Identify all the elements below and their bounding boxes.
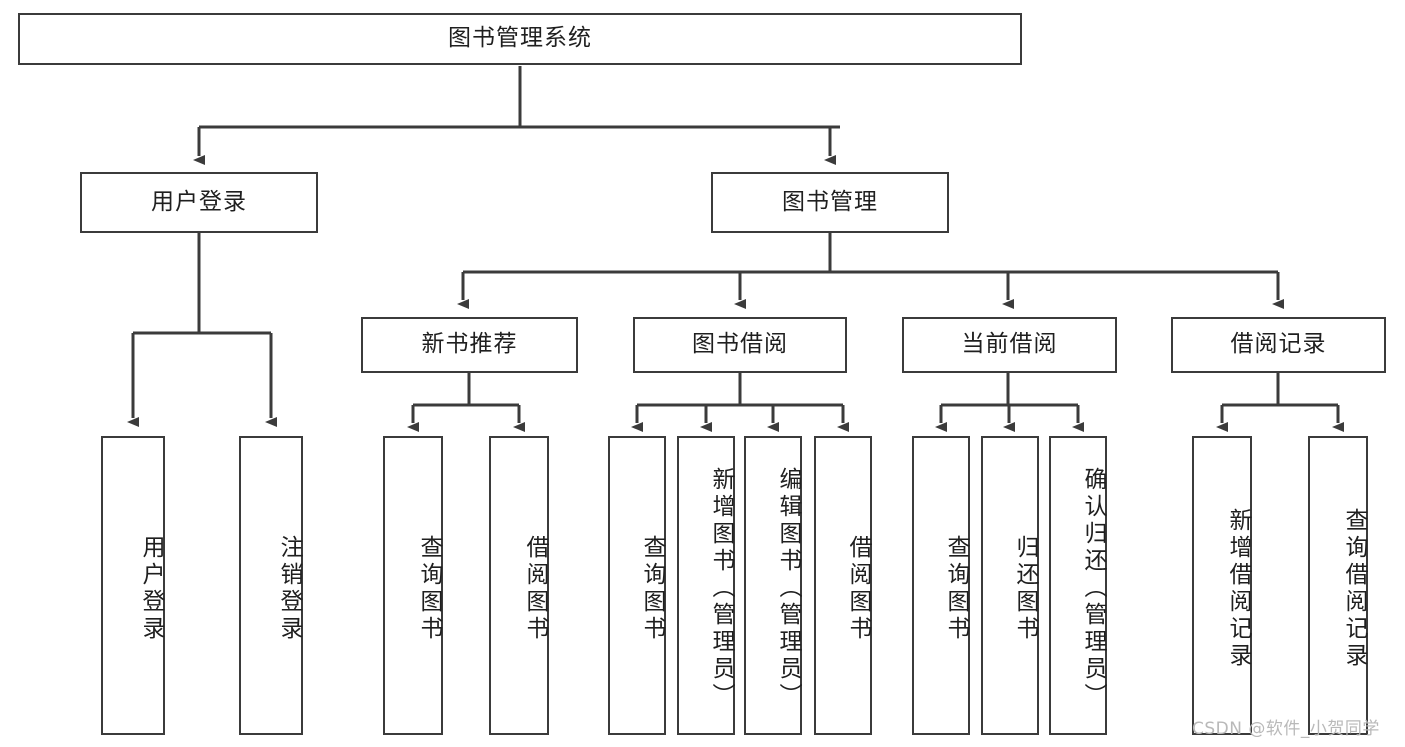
leaf-borrow-book-1-label: 借阅图书 (522, 534, 548, 643)
node-new-book-rec-label: 新书推荐 (421, 331, 518, 358)
leaf-user-logout-label: 注销登录 (276, 534, 302, 643)
node-user-login-label: 用户登录 (151, 188, 247, 215)
leaf-user-login-label: 用户登录 (138, 534, 164, 643)
node-book-mgmt[interactable]: 图书管理 (711, 172, 949, 233)
leaf-query-book-2[interactable]: 查询图书 (608, 436, 666, 735)
leaf-confirm-return-label: 确认归还（管理员） (1080, 467, 1106, 710)
node-book-borrow[interactable]: 图书借阅 (633, 317, 847, 373)
leaf-borrow-book-2-label: 借阅图书 (845, 534, 871, 643)
leaf-user-login[interactable]: 用户登录 (101, 436, 165, 735)
node-book-borrow-label: 图书借阅 (692, 331, 788, 358)
node-current-borrow-label: 当前借阅 (961, 331, 1058, 358)
leaf-edit-book[interactable]: 编辑图书（管理员） (744, 436, 802, 735)
leaf-return-book-label: 归还图书 (1012, 534, 1038, 643)
leaf-add-book[interactable]: 新增图书（管理员） (677, 436, 735, 735)
leaf-return-book[interactable]: 归还图书 (981, 436, 1039, 735)
leaf-query-record[interactable]: 查询借阅记录 (1308, 436, 1368, 735)
leaf-add-record[interactable]: 新增借阅记录 (1192, 436, 1252, 735)
node-root[interactable]: 图书管理系统 (18, 13, 1022, 65)
leaf-query-book-1[interactable]: 查询图书 (383, 436, 443, 735)
leaf-borrow-book-1[interactable]: 借阅图书 (489, 436, 549, 735)
node-borrow-record[interactable]: 借阅记录 (1171, 317, 1386, 373)
leaf-borrow-book-2[interactable]: 借阅图书 (814, 436, 872, 735)
leaf-query-book-3[interactable]: 查询图书 (912, 436, 970, 735)
node-current-borrow[interactable]: 当前借阅 (902, 317, 1117, 373)
leaf-query-book-2-label: 查询图书 (639, 534, 665, 643)
node-borrow-record-label: 借阅记录 (1230, 331, 1327, 358)
leaf-edit-book-label: 编辑图书（管理员） (775, 467, 801, 710)
leaf-add-record-label: 新增借阅记录 (1225, 507, 1251, 670)
node-book-mgmt-label: 图书管理 (782, 188, 878, 215)
node-user-login[interactable]: 用户登录 (80, 172, 318, 233)
leaf-confirm-return[interactable]: 确认归还（管理员） (1049, 436, 1107, 735)
leaf-add-book-label: 新增图书（管理员） (708, 467, 734, 710)
leaf-query-record-label: 查询借阅记录 (1341, 507, 1367, 670)
leaf-user-logout[interactable]: 注销登录 (239, 436, 303, 735)
node-new-book-rec[interactable]: 新书推荐 (361, 317, 578, 373)
node-root-label: 图书管理系统 (448, 25, 592, 52)
leaf-query-book-1-label: 查询图书 (416, 534, 442, 643)
leaf-query-book-3-label: 查询图书 (943, 534, 969, 643)
